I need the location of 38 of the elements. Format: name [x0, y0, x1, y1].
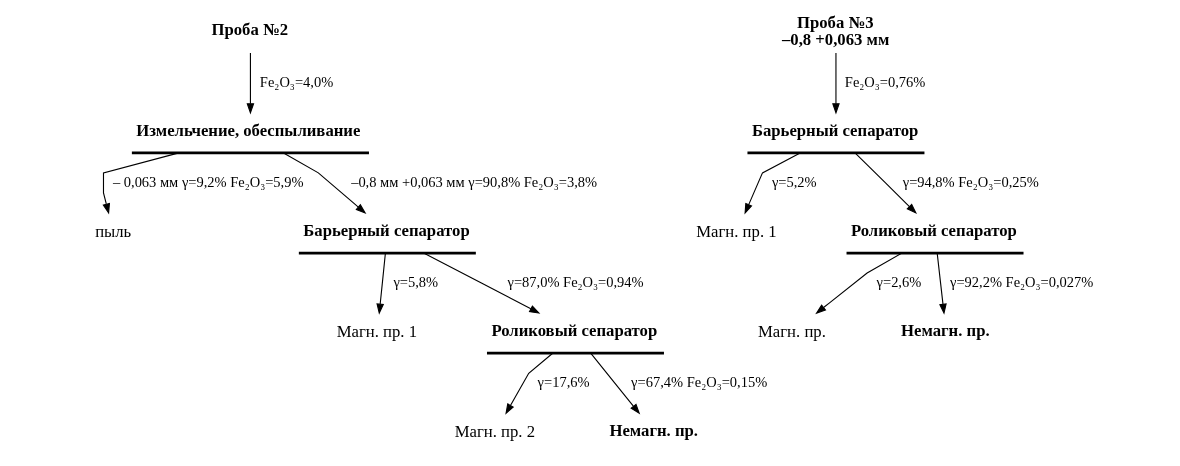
node-text: Магн. пр. 2: [454, 422, 535, 442]
node-text: Магн. пр. 1: [336, 322, 417, 342]
arrow: [936, 252, 947, 315]
arrow: [504, 352, 553, 415]
edge-label: γ=92,2% Fe₂O₃=0,027%: [949, 273, 1093, 290]
edge-label: γ=5,8%: [392, 273, 438, 290]
edge-label: –0,8 мм +0,063 мм γ=90,8% Fe₂O₃=3,8%: [350, 173, 597, 190]
edge-label: γ=2,6%: [876, 273, 921, 290]
arrow: [246, 52, 254, 115]
node-text: Немагн. пр.: [608, 421, 698, 441]
edge-label: γ=87,0% Fe₂O₃=0,94%: [507, 273, 644, 290]
arrow: [423, 252, 540, 314]
edge-label: γ=67,4% Fe₂O₃=0,15%: [630, 374, 767, 391]
node-text: Магн. пр.: [757, 322, 826, 342]
node-text: Магн. пр. 1: [695, 221, 777, 241]
node-text: Немагн. пр.: [900, 320, 990, 340]
arrow: [590, 353, 640, 415]
edge-label: γ=17,6%: [537, 374, 590, 391]
node-text: Барьерный сепаратор: [751, 120, 918, 140]
arrow: [102, 152, 179, 215]
edge-label: Fe₂O₃=0,76%: [844, 73, 925, 90]
arrow: [743, 152, 801, 215]
edge-label: γ=5,2%: [771, 173, 817, 190]
edge-label: – 0,063 мм γ=9,2% Fe₂O₃=5,9%: [112, 173, 304, 190]
node-text: пыль: [94, 221, 131, 241]
node-text: Проба №3 –0,8 +0,063 мм: [781, 13, 889, 49]
node-text: Измельчение, обеспыливание: [135, 120, 360, 140]
arrow: [831, 52, 840, 115]
node-text: Барьерный сепаратор: [302, 220, 470, 240]
node-text: Проба №2: [210, 20, 288, 40]
node-text: Роликовый сепаратор: [850, 220, 1017, 240]
arrow: [814, 252, 902, 315]
edge-label: Fe₂O₃=4,0%: [259, 73, 333, 90]
arrow: [854, 152, 917, 215]
arrow: [375, 252, 386, 315]
edge-label: γ=94,8% Fe₂O₃=0,25%: [902, 173, 1039, 190]
arrow: [282, 152, 366, 214]
node-text: Роликовый сепаратор: [490, 320, 657, 340]
